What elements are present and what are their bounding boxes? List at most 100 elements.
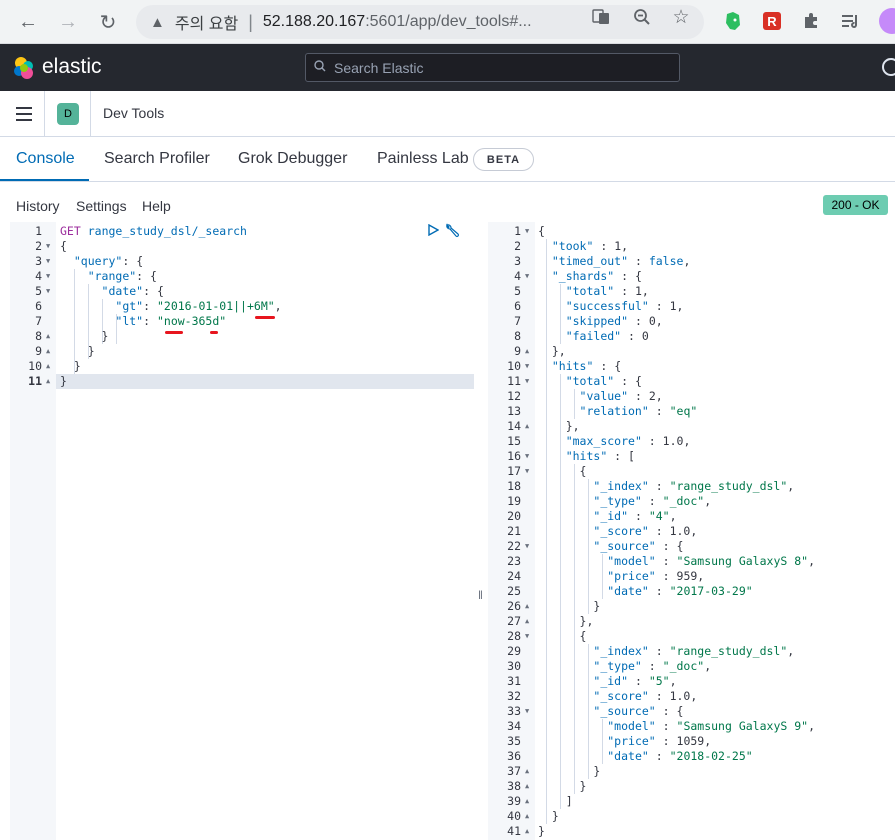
fold-up-icon[interactable]: ▲ — [46, 332, 51, 340]
code-line[interactable]: "_source" : { — [593, 539, 684, 553]
code-line[interactable]: }, — [551, 344, 566, 358]
code-line[interactable]: "lt": "now-365d" — [115, 314, 227, 328]
code-line[interactable]: "_source" : { — [593, 704, 684, 718]
elastic-logo-icon[interactable] — [12, 56, 36, 80]
code-line[interactable]: "_index" : "range_study_dsl", — [593, 479, 795, 493]
code-line[interactable]: { — [579, 629, 587, 643]
code-line[interactable]: "_shards" : { — [551, 269, 642, 283]
code-line[interactable]: "_score" : 1.0, — [593, 524, 698, 538]
code-line[interactable]: } — [551, 809, 559, 823]
fold-up-icon[interactable]: ▲ — [46, 347, 51, 355]
send-request-play-icon[interactable] — [427, 224, 439, 236]
reload-icon[interactable]: ↻ — [99, 11, 117, 34]
fold-down-icon[interactable]: ▼ — [525, 542, 530, 550]
code-line[interactable]: "relation" : "eq" — [579, 404, 698, 418]
fold-up-icon[interactable]: ▲ — [525, 422, 530, 430]
code-line[interactable]: "model" : "Samsung GalaxyS 8", — [607, 554, 816, 568]
fold-up-icon[interactable]: ▲ — [46, 377, 51, 385]
warning-icon[interactable]: ▲ — [150, 13, 165, 31]
request-code[interactable]: GET range_study_dsl/_search{ "query": { … — [56, 222, 474, 840]
menu-hamburger-icon[interactable] — [16, 107, 32, 121]
code-line[interactable]: { — [538, 224, 545, 238]
evernote-extension-icon[interactable] — [722, 10, 744, 32]
code-line[interactable]: } — [60, 374, 67, 388]
zoom-out-icon[interactable] — [632, 7, 652, 27]
response-editor[interactable]: { "took" : 1, "timed_out" : false, "_sha… — [488, 222, 895, 840]
url-text[interactable]: 52.188.20.167:5601/app/dev_tools#... — [263, 13, 563, 31]
fold-up-icon[interactable]: ▲ — [525, 602, 530, 610]
red-extension-icon[interactable]: R — [761, 10, 783, 32]
resize-grip-icon[interactable]: ‖ — [478, 588, 483, 602]
code-line[interactable]: "price" : 959, — [607, 569, 705, 583]
fold-up-icon[interactable]: ▲ — [525, 767, 530, 775]
security-warning-label[interactable]: 주의 요함 — [174, 16, 239, 33]
code-line[interactable]: "value" : 2, — [579, 389, 663, 403]
fold-down-icon[interactable]: ▼ — [525, 362, 530, 370]
code-line[interactable]: } — [101, 329, 109, 343]
fold-down-icon[interactable]: ▼ — [525, 467, 530, 475]
space-avatar[interactable]: D — [57, 103, 79, 125]
code-line[interactable]: "successful" : 1, — [565, 299, 684, 313]
code-line[interactable]: "price" : 1059, — [607, 734, 712, 748]
fold-down-icon[interactable]: ▼ — [46, 257, 51, 265]
request-editor[interactable]: GET range_study_dsl/_search{ "query": { … — [10, 222, 474, 840]
code-line[interactable]: "_type" : "_doc", — [593, 659, 712, 673]
fold-down-icon[interactable]: ▼ — [46, 272, 51, 280]
code-line[interactable]: "took" : 1, — [551, 239, 629, 253]
fold-up-icon[interactable]: ▲ — [525, 347, 530, 355]
fold-up-icon[interactable]: ▲ — [525, 812, 530, 820]
fold-up-icon[interactable]: ▲ — [525, 827, 530, 835]
code-line[interactable]: "query": { — [73, 254, 144, 268]
tab-painless-lab[interactable]: Painless Lab — [377, 150, 469, 167]
code-line[interactable]: "model" : "Samsung GalaxyS 9", — [607, 719, 816, 733]
bookmark-star-icon[interactable]: ☆ — [672, 6, 690, 28]
code-line[interactable]: { — [60, 239, 67, 253]
code-line[interactable]: "timed_out" : false, — [551, 254, 691, 268]
tab-search-profiler[interactable]: Search Profiler — [104, 150, 210, 167]
code-line[interactable]: } — [579, 779, 587, 793]
address-bar[interactable]: ▲ 주의 요함 | 52.188.20.167:5601/app/dev_too… — [136, 5, 704, 39]
fold-down-icon[interactable]: ▼ — [46, 242, 51, 250]
code-line[interactable]: } — [593, 599, 601, 613]
code-line[interactable]: "_id" : "5", — [593, 674, 677, 688]
code-line[interactable]: } — [87, 344, 95, 358]
fold-down-icon[interactable]: ▼ — [525, 707, 530, 715]
fold-down-icon[interactable]: ▼ — [46, 287, 51, 295]
panel-resize-divider[interactable]: ‖ — [474, 222, 488, 840]
settings-link[interactable]: Settings — [76, 198, 127, 214]
code-line[interactable]: "_index" : "range_study_dsl", — [593, 644, 795, 658]
code-line[interactable]: }, — [565, 419, 580, 433]
code-line[interactable]: "date" : "2017-03-29" — [607, 584, 753, 598]
code-line[interactable]: "date": { — [101, 284, 164, 298]
profile-avatar[interactable] — [879, 8, 895, 34]
globe-icon[interactable] — [882, 58, 895, 76]
code-line[interactable]: "failed" : 0 — [565, 329, 649, 343]
code-line[interactable]: ] — [565, 794, 573, 808]
fold-up-icon[interactable]: ▲ — [525, 617, 530, 625]
code-line[interactable]: "hits" : [ — [565, 449, 635, 463]
tab-grok-debugger[interactable]: Grok Debugger — [238, 150, 348, 167]
code-line[interactable]: "gt": "2016-01-01||+6M", — [115, 299, 282, 313]
code-line[interactable]: "max_score" : 1.0, — [565, 434, 691, 448]
code-line[interactable]: "total" : 1, — [565, 284, 649, 298]
fold-down-icon[interactable]: ▼ — [525, 452, 530, 460]
code-line[interactable]: GET range_study_dsl/_search — [60, 224, 247, 238]
fold-up-icon[interactable]: ▲ — [525, 782, 530, 790]
code-line[interactable]: } — [538, 824, 545, 838]
settings-wrench-icon[interactable] — [444, 223, 460, 239]
code-line[interactable]: "skipped" : 0, — [565, 314, 663, 328]
fold-down-icon[interactable]: ▼ — [525, 377, 530, 385]
extensions-puzzle-icon[interactable] — [801, 10, 823, 32]
reading-list-icon[interactable] — [840, 10, 862, 32]
tab-console[interactable]: Console — [16, 150, 75, 167]
forward-arrow-icon[interactable]: → — [58, 10, 78, 33]
code-line[interactable]: "hits" : { — [551, 359, 622, 373]
code-line[interactable]: { — [579, 464, 587, 478]
history-link[interactable]: History — [16, 198, 60, 214]
help-link[interactable]: Help — [142, 198, 171, 214]
translate-icon[interactable] — [591, 7, 611, 27]
code-line[interactable]: "total" : { — [565, 374, 642, 388]
code-line[interactable]: } — [73, 359, 81, 373]
code-line[interactable]: "_type" : "_doc", — [593, 494, 712, 508]
fold-up-icon[interactable]: ▲ — [46, 362, 51, 370]
